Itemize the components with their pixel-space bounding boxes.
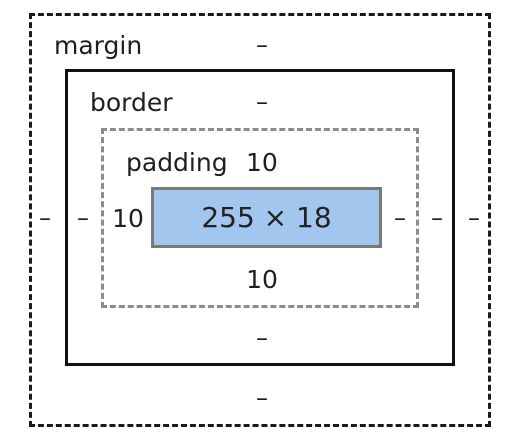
padding-box [101, 128, 419, 308]
padding-right-value[interactable]: – [394, 204, 406, 232]
margin-left-value[interactable]: – [39, 204, 51, 232]
border-right-value[interactable]: – [431, 204, 443, 232]
border-left-value[interactable]: – [77, 204, 89, 232]
padding-label: padding [126, 148, 228, 177]
padding-top-value[interactable]: 10 [246, 148, 278, 177]
border-box [65, 69, 455, 366]
padding-left-value[interactable]: 10 [112, 204, 144, 233]
margin-right-value[interactable]: – [468, 204, 480, 232]
content-size-value: 255 × 18 [201, 201, 332, 234]
margin-box [29, 13, 491, 427]
margin-label: margin [54, 31, 143, 60]
content-box: 255 × 18 [151, 187, 382, 248]
border-top-value[interactable]: – [256, 88, 268, 116]
margin-bottom-value[interactable]: – [256, 384, 268, 412]
margin-top-value[interactable]: – [256, 31, 268, 59]
border-bottom-value[interactable]: – [256, 324, 268, 352]
padding-bottom-value[interactable]: 10 [246, 265, 278, 294]
border-label: border [90, 88, 173, 117]
